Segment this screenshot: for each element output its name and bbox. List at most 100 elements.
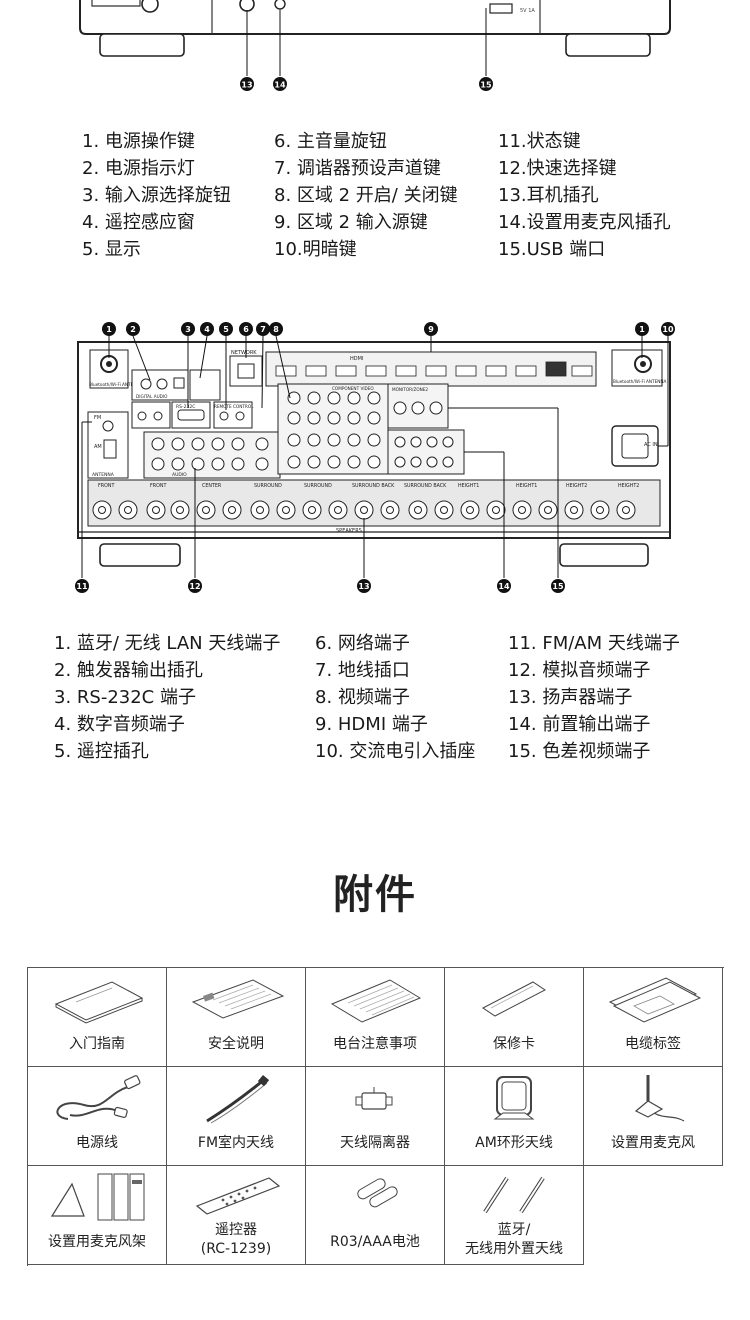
- am-label: AM: [94, 444, 102, 450]
- audio-label: AUDIO: [172, 472, 187, 478]
- speaker-group-label: SURROUND: [254, 483, 282, 489]
- accessory-cell: 遥控器 (RC-1239): [167, 1166, 306, 1265]
- speaker-terminal-core: [176, 506, 184, 514]
- legend-item: 7. 调谐器预设声道键: [274, 158, 441, 179]
- speaker-group-label: SURROUND: [304, 483, 332, 489]
- hdmi-label: HDMI: [350, 356, 363, 362]
- legend-item: 5. 显示: [82, 239, 141, 260]
- legend-item: 10. 交流电引入插座: [315, 741, 476, 762]
- legend-item: 13.耳机插孔: [498, 185, 599, 206]
- speaker-group-label: HEIGHT2: [618, 483, 639, 489]
- speaker-group-label: FRONT: [98, 483, 114, 489]
- legend-item: 3. RS-232C 端子: [54, 687, 196, 708]
- callout-marker: [551, 579, 565, 593]
- booklet-icon: [54, 981, 144, 1024]
- callout-marker: [200, 322, 214, 336]
- antenna-label: ANTENNA: [92, 472, 115, 478]
- callout-number: 7: [260, 325, 266, 334]
- callout-number: 2: [130, 325, 136, 334]
- speaker-terminal-core: [544, 506, 552, 514]
- accessory-cell: 安全说明: [167, 968, 306, 1067]
- notes-sheet-icon: [330, 979, 422, 1023]
- callout-marker: [102, 322, 116, 336]
- speaker-group-label: CENTER: [202, 483, 222, 489]
- callout-number: 1: [106, 325, 112, 334]
- legend-item: 12. 模拟音频端子: [508, 660, 651, 681]
- legend-item: 4. 数字音频端子: [54, 714, 185, 735]
- cable-labels-icon: [608, 977, 702, 1023]
- callout-marker: [269, 322, 283, 336]
- fm-label: FM: [94, 415, 101, 421]
- callout-marker: [357, 579, 371, 593]
- front-panel-diagram: 5V 1A 13 14 15: [79, 0, 671, 91]
- accessory-label-line: 遥控器: [215, 1222, 257, 1238]
- legend-item: 15. 色差视频端子: [508, 741, 651, 762]
- speaker-terminal-core: [466, 506, 474, 514]
- fm-antenna-icon: [206, 1075, 270, 1124]
- callout-number: 15: [552, 582, 564, 591]
- svg-text:5V 1A: 5V 1A: [520, 8, 535, 14]
- legend-item: 11. FM/AM 天线端子: [508, 633, 680, 654]
- accessory-label: 电缆标签: [625, 1036, 681, 1052]
- legend-item: 5. 遥控插孔: [54, 741, 149, 762]
- digital-audio-label: DIGITAL AUDIO: [136, 394, 168, 399]
- legend-item: 1. 电源操作键: [82, 131, 195, 152]
- legend-item: 2. 电源指示灯: [82, 158, 195, 179]
- callout-number: 11: [76, 582, 88, 591]
- legend-item: 15.USB 端口: [498, 239, 606, 260]
- remote-control-icon: [195, 1177, 281, 1215]
- speaker-terminal-core: [492, 506, 500, 514]
- callout-marker: [497, 579, 511, 593]
- accessory-cell: 入门指南: [28, 968, 167, 1067]
- accessory-cell: 蓝牙/ 无线用外置天线: [445, 1166, 584, 1265]
- ac-in-label: AC IN: [644, 442, 658, 448]
- speaker-group-label: FRONT: [150, 483, 166, 489]
- antenna-isolator-icon: [355, 1087, 393, 1110]
- legend-item: 14.设置用麦克风插孔: [498, 212, 671, 233]
- callout-number: 10: [662, 325, 674, 334]
- accessories-title: 附件: [333, 872, 417, 918]
- speaker-terminal-core: [202, 506, 210, 514]
- rs232c-label: RS-232C: [176, 404, 195, 410]
- accessories-grid: 入门指南 安全说明 电台注意事项 保修卡 电缆标签: [27, 967, 724, 1266]
- legend-item: 4. 遥控感应窗: [82, 212, 195, 233]
- network-label: NETWORK: [231, 350, 257, 356]
- accessory-label-line: (RC-1239): [200, 1241, 272, 1257]
- callout-marker: [256, 322, 270, 336]
- accessory-label: 蓝牙/ 无线用外置天线: [445, 1221, 583, 1259]
- speaker-group-label: HEIGHT1: [458, 483, 479, 489]
- front-legend-col2: 6. 主音量旋钮 7. 调谐器预设声道键 8. 区域 2 开启/ 关闭键 9. …: [274, 128, 458, 263]
- speakers-label: SPEAKERS: [336, 528, 362, 534]
- accessory-label: 遥控器 (RC-1239): [167, 1221, 305, 1259]
- accessory-cell: 设置用麦克风: [584, 1067, 723, 1166]
- rear-legend-col1: 1. 蓝牙/ 无线 LAN 天线端子 2. 触发器输出插孔 3. RS-232C…: [54, 630, 280, 765]
- legend-item: 6. 主音量旋钮: [274, 131, 387, 152]
- accessory-label-line: 无线用外置天线: [465, 1241, 563, 1257]
- accessory-label: R03/AAA电池: [330, 1234, 420, 1250]
- speaker-terminal-core: [570, 506, 578, 514]
- front-legend-col3: 11.状态键 12.快速选择键 13.耳机插孔 14.设置用麦克风插孔 15.U…: [498, 128, 671, 263]
- mic-stand-icon: [50, 1173, 145, 1221]
- accessory-label: 电源线: [76, 1135, 118, 1151]
- accessory-label: 设置用麦克风架: [48, 1234, 146, 1250]
- callout-number: 6: [243, 325, 249, 334]
- callout-14: 14: [274, 81, 286, 90]
- accessory-cell: AM环形天线: [445, 1067, 584, 1166]
- callout-marker: [188, 579, 202, 593]
- speaker-terminal-core: [334, 506, 342, 514]
- legend-item: 3. 输入源选择旋钮: [82, 185, 231, 206]
- callout-marker: [181, 322, 195, 336]
- callout-13: 13: [241, 81, 252, 90]
- accessory-label: FM室内天线: [197, 1135, 275, 1151]
- accessory-cell: 设置用麦克风架: [28, 1166, 167, 1265]
- rear-legend-col2: 6. 网络端子 7. 地线插口 8. 视频端子 9. HDMI 端子 10. 交…: [315, 630, 475, 765]
- accessory-cell: 保修卡: [445, 968, 584, 1067]
- speaker-group-label: HEIGHT1: [516, 483, 537, 489]
- component-video-label: COMPONENT VIDEO: [332, 386, 374, 391]
- accessory-label-line: 蓝牙/: [497, 1222, 531, 1238]
- accessory-label: 安全说明: [208, 1036, 264, 1052]
- callout-15: 15: [480, 81, 492, 90]
- speaker-group-label: SURROUND BACK: [404, 483, 447, 489]
- callout-marker: [219, 322, 233, 336]
- callout-marker: [635, 322, 649, 336]
